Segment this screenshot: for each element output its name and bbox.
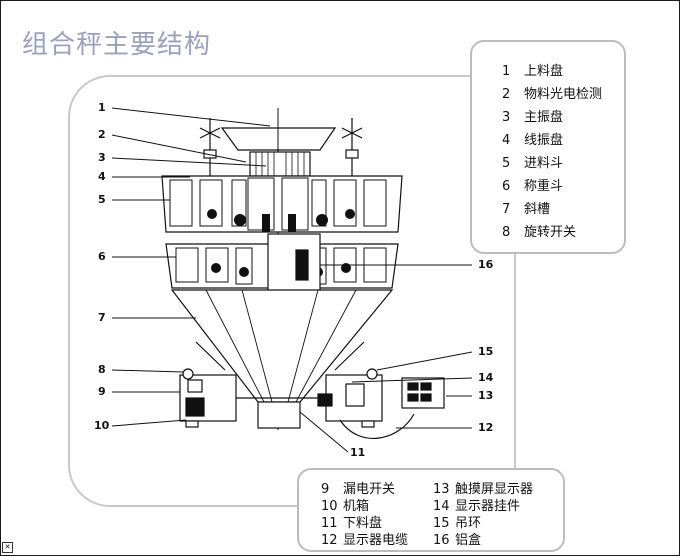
callout-3: 3: [98, 151, 106, 164]
callout-10: 10: [94, 419, 110, 432]
callout-4: 4: [98, 170, 106, 183]
aluminum-box: [267, 233, 321, 293]
discharge-tray: [257, 401, 301, 429]
callout-6: 6: [98, 250, 106, 263]
lifting-ring-left: [182, 368, 194, 380]
callout-2: 2: [98, 128, 106, 141]
machine-panel: [68, 75, 516, 507]
callout-15: 15: [478, 345, 494, 358]
callout-14: 14: [478, 371, 494, 384]
callout-12: 12: [478, 421, 494, 434]
callout-13: 13: [478, 389, 494, 402]
main-vibrator: [249, 151, 311, 177]
callout-16: 16: [478, 258, 494, 271]
display-cable: [339, 413, 415, 439]
lifting-ring-right: [366, 368, 378, 380]
callout-1: 1: [98, 101, 106, 114]
callout-9: 9: [98, 385, 106, 398]
corner-marker-icon: ✕: [2, 542, 13, 553]
callout-7: 7: [98, 311, 106, 324]
callout-8: 8: [98, 363, 106, 376]
diagram-title: 组合秤主要结构: [22, 30, 212, 60]
callout-11: 11: [350, 446, 366, 459]
callout-5: 5: [98, 193, 106, 206]
